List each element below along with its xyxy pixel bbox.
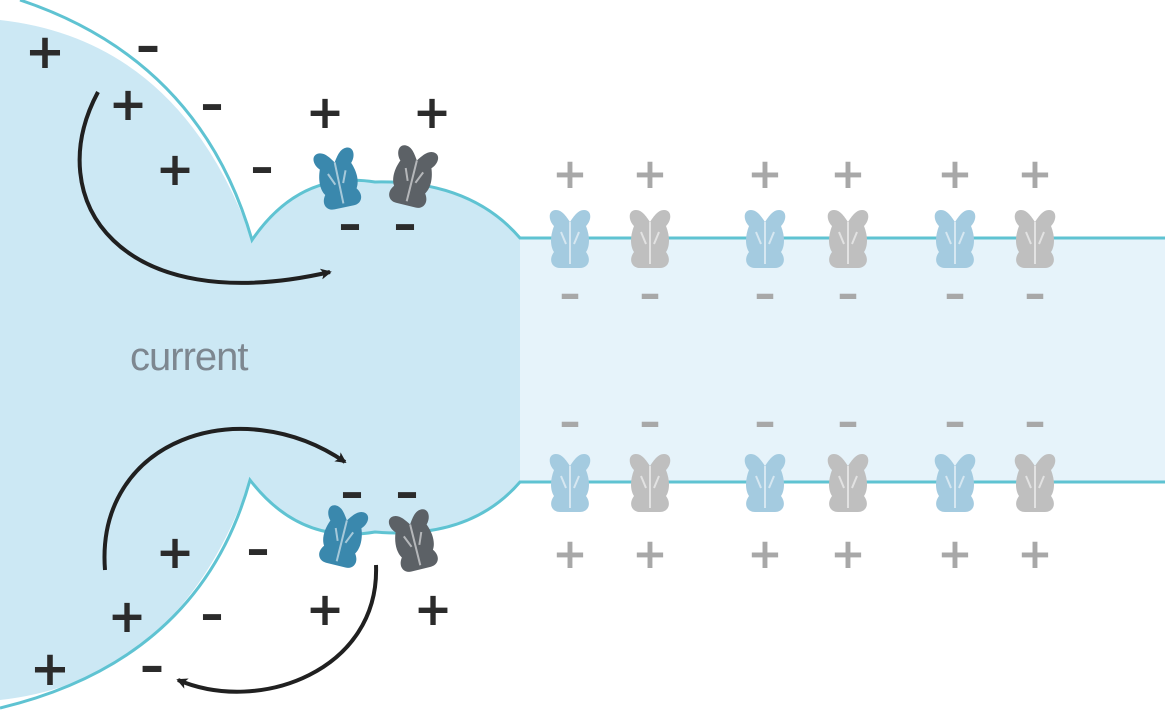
positive-charge: + — [108, 589, 147, 643]
negative-charge: – — [838, 397, 859, 446]
positive-charge: + — [1017, 529, 1052, 578]
positive-charge: + — [306, 582, 345, 636]
negative-charge: – — [201, 587, 224, 641]
positive-charge: + — [306, 85, 345, 139]
ion-channel-closed-upper — [1015, 210, 1056, 268]
negative-charge: – — [640, 269, 661, 318]
positive-charge: + — [1017, 149, 1052, 198]
negative-charge: – — [140, 638, 164, 694]
negative-charge: – — [339, 197, 362, 251]
ion-channel-closed-upper — [745, 210, 786, 268]
ion-channel-closed-upper — [935, 210, 976, 268]
negative-charge: – — [136, 18, 160, 74]
positive-charge: + — [747, 149, 782, 198]
current-label: current — [130, 335, 248, 380]
positive-charge: + — [156, 525, 195, 579]
positive-charge: + — [830, 529, 865, 578]
positive-charge: + — [632, 149, 667, 198]
positive-charge: + — [25, 24, 65, 80]
ion-channel-closed-upper — [550, 210, 591, 268]
negative-charge: – — [396, 465, 419, 519]
negative-charge: – — [838, 269, 859, 318]
positive-charge: + — [830, 149, 865, 198]
negative-charge: – — [341, 465, 364, 519]
positive-charge: + — [414, 582, 453, 636]
negative-charge: – — [945, 269, 966, 318]
positive-charge: + — [747, 529, 782, 578]
positive-charge: + — [30, 641, 70, 697]
positive-charge: + — [109, 77, 148, 131]
positive-charge: + — [552, 529, 587, 578]
negative-charge: – — [640, 397, 661, 446]
ion-channel-closed-upper — [828, 210, 869, 268]
negative-charge: – — [1025, 397, 1046, 446]
positive-charge: + — [632, 529, 667, 578]
negative-charge: – — [560, 269, 581, 318]
negative-charge: – — [394, 197, 417, 251]
positive-charge: + — [413, 85, 452, 139]
negative-charge: – — [247, 522, 270, 576]
negative-charge: – — [755, 397, 776, 446]
positive-charge: + — [937, 149, 972, 198]
negative-charge: – — [755, 269, 776, 318]
negative-charge: – — [201, 77, 224, 131]
negative-charge: – — [1025, 269, 1046, 318]
positive-charge: + — [937, 529, 972, 578]
positive-charge: + — [156, 142, 195, 196]
ion-channel-closed-upper — [630, 210, 671, 268]
negative-charge: – — [251, 140, 274, 194]
negative-charge: – — [945, 397, 966, 446]
positive-charge: + — [552, 149, 587, 198]
negative-charge: – — [560, 397, 581, 446]
